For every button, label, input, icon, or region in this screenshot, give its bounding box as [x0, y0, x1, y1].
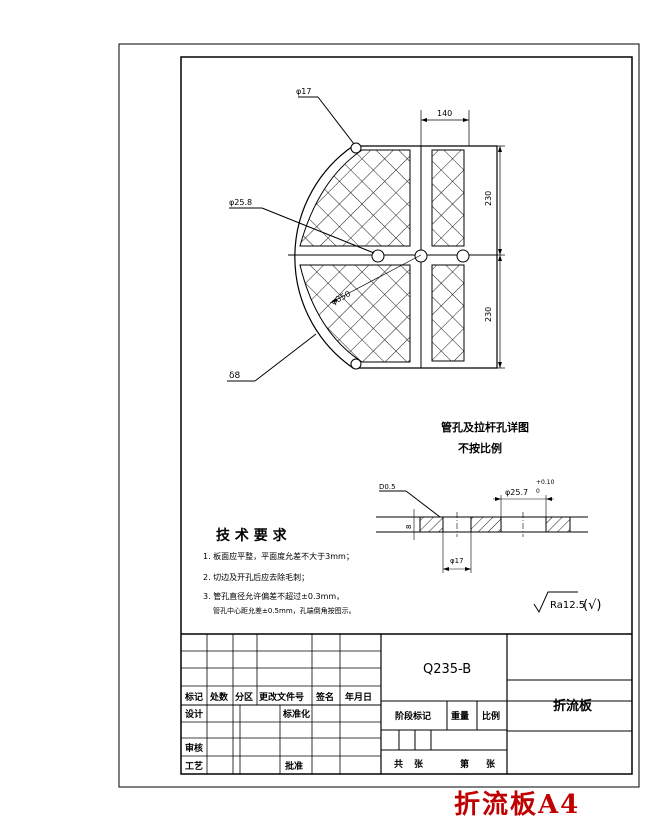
material: Q235-B [423, 662, 471, 677]
tol-upper: +0.10 [536, 479, 555, 486]
tie-rod-hole [456, 249, 470, 263]
hdr-count: 处数 [209, 691, 229, 703]
row-standardize: 标准化 [282, 708, 310, 720]
roughness-value: Ra12.5 [550, 600, 585, 611]
roughness-mark: (√) [583, 598, 601, 613]
row-approve: 批准 [285, 760, 303, 772]
drawing-border [180, 56, 633, 775]
tie-rod-hole [371, 249, 385, 263]
tie-rod-hole [350, 358, 362, 370]
hole-section-detail: D0.5 φ25.7 +0.10 0 8 φ17 [376, 479, 588, 573]
tech-req-title: 技 术 要 求 [216, 527, 288, 544]
hdr-doc-no: 更改文件号 [259, 691, 304, 703]
lbl-sheets: 张 [414, 758, 424, 770]
dim-d0-5: D0.5 [379, 483, 396, 491]
hatch-lower-left [299, 264, 411, 363]
title-block [181, 633, 632, 774]
lbl-stage-mark: 阶段标记 [395, 710, 431, 722]
hatch-lower-right [431, 264, 465, 362]
dim-d17-section: φ17 [450, 557, 464, 565]
dim-230-bottom: 230 [484, 307, 493, 322]
outer-frame [118, 43, 640, 788]
dim-thickness-8: 8 [405, 525, 413, 529]
lbl-weight: 重量 [451, 710, 469, 722]
footer-drawing-title: 折流板A4 [454, 790, 581, 820]
dim-230-top: 230 [484, 191, 493, 206]
tech-req-item-2: 2. 切边及开孔后应去除毛刺； [203, 572, 309, 582]
dim-d25-8: φ25.8 [229, 198, 252, 207]
part-name: 折流板 [553, 698, 593, 714]
hatch-upper-left [299, 149, 411, 247]
roughness-symbol: Ra12.5 (√) [533, 591, 601, 614]
hdr-date: 年月日 [345, 691, 372, 703]
lbl-total: 共 [394, 758, 403, 770]
lbl-scale: 比例 [482, 710, 500, 722]
baffle-plate-view: φ17 φ25.8 140 230 230 φ350 δ8 [227, 87, 505, 382]
row-design: 设计 [185, 708, 203, 720]
dim-140: 140 [437, 109, 452, 118]
tech-req-item-3a: 3. 管孔直径允许偏差不超过±0.3mm， [203, 591, 344, 601]
tie-rod-hole [414, 249, 428, 263]
lbl-sheet-no: 第 [460, 758, 469, 770]
row-process: 工艺 [185, 760, 203, 772]
hdr-sign: 签名 [315, 691, 334, 703]
tol-lower: 0 [536, 488, 540, 495]
dim-d25-7: φ25.7 [505, 488, 528, 497]
dim-d17: φ17 [296, 87, 311, 96]
plate-outline [294, 145, 498, 369]
hdr-zone: 分区 [235, 691, 253, 703]
tie-rod-hole [350, 142, 362, 154]
hdr-mark: 标记 [184, 691, 203, 703]
technical-requirements: 技 术 要 求 1. 板面应平整，平面度允差不大于3mm； 2. 切边及开孔后应… [203, 527, 356, 615]
tech-req-item-1: 1. 板面应平整，平面度允差不大于3mm； [203, 551, 354, 561]
hatch-upper-right [431, 149, 465, 247]
title-block-text: Q235-B 折流板 标记 处数 分区 更改文件号 签名 年月日 设计 标准化 … [184, 662, 593, 772]
row-review: 审核 [185, 742, 203, 754]
lbl-sheets-2: 张 [486, 758, 496, 770]
hole-detail-scale: 不按比例 [458, 441, 502, 455]
hole-detail-title: 管孔及拉杆孔详图 [441, 420, 529, 434]
tech-req-item-3b: 管孔中心距允差±0.5mm，孔端倒角按图示。 [213, 606, 356, 615]
dim-delta8: δ8 [229, 371, 241, 381]
